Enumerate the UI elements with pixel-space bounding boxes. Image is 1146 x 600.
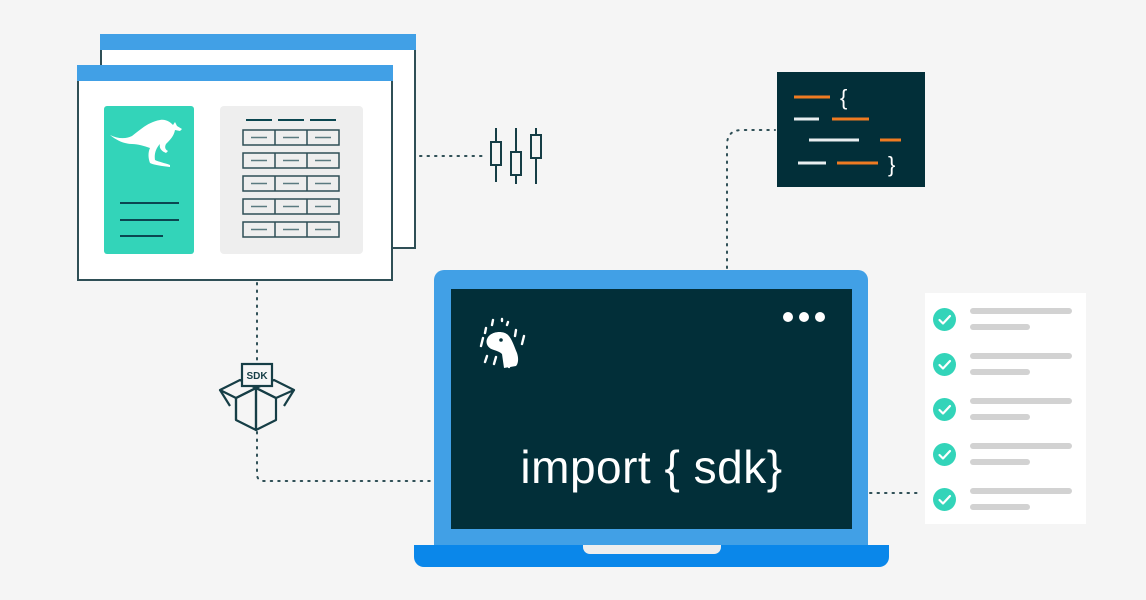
connector-laptop-to-code <box>726 129 776 269</box>
code-lines: { } <box>794 85 901 177</box>
placeholder-line <box>970 398 1072 404</box>
code-snippet-card: { } <box>777 72 925 187</box>
window-titlebar <box>77 65 393 81</box>
data-table-panel <box>220 106 363 254</box>
check-circle-icon <box>933 398 956 421</box>
table-icon <box>242 119 340 238</box>
menu-dot <box>783 312 793 322</box>
menu-dot <box>815 312 825 322</box>
more-horizontal-icon[interactable] <box>783 312 825 322</box>
close-brace: } <box>888 152 895 177</box>
placeholder-line <box>970 459 1030 465</box>
open-box-icon: SDK <box>218 362 296 432</box>
placeholder-line <box>970 414 1030 420</box>
check-circle-icon <box>933 353 956 376</box>
sdk-label: SDK <box>246 371 268 382</box>
profile-card <box>104 106 194 254</box>
connector-sdk-to-laptop <box>256 431 433 482</box>
menu-dot <box>799 312 809 322</box>
window-titlebar <box>100 34 416 50</box>
placeholder-line <box>970 488 1072 494</box>
laptop-notch <box>583 545 721 554</box>
check-circle-icon <box>933 488 956 511</box>
placeholder-line <box>970 443 1072 449</box>
laptop-screen <box>451 289 852 529</box>
placeholder-line <box>970 324 1030 330</box>
checklist-card <box>925 293 1086 524</box>
placeholder-line <box>970 308 1072 314</box>
kangaroo-icon <box>110 119 182 237</box>
placeholder-line <box>970 504 1030 510</box>
deno-dinosaur-icon <box>479 317 526 369</box>
check-circle-icon <box>933 443 956 466</box>
laptop-base <box>414 545 889 567</box>
screen-code-text: import { sdk} <box>520 441 783 493</box>
placeholder-line <box>970 369 1030 375</box>
check-circle-icon <box>933 308 956 331</box>
candlestick-chart-icon <box>490 128 542 184</box>
placeholder-line <box>970 353 1072 359</box>
open-brace: { <box>840 85 847 110</box>
